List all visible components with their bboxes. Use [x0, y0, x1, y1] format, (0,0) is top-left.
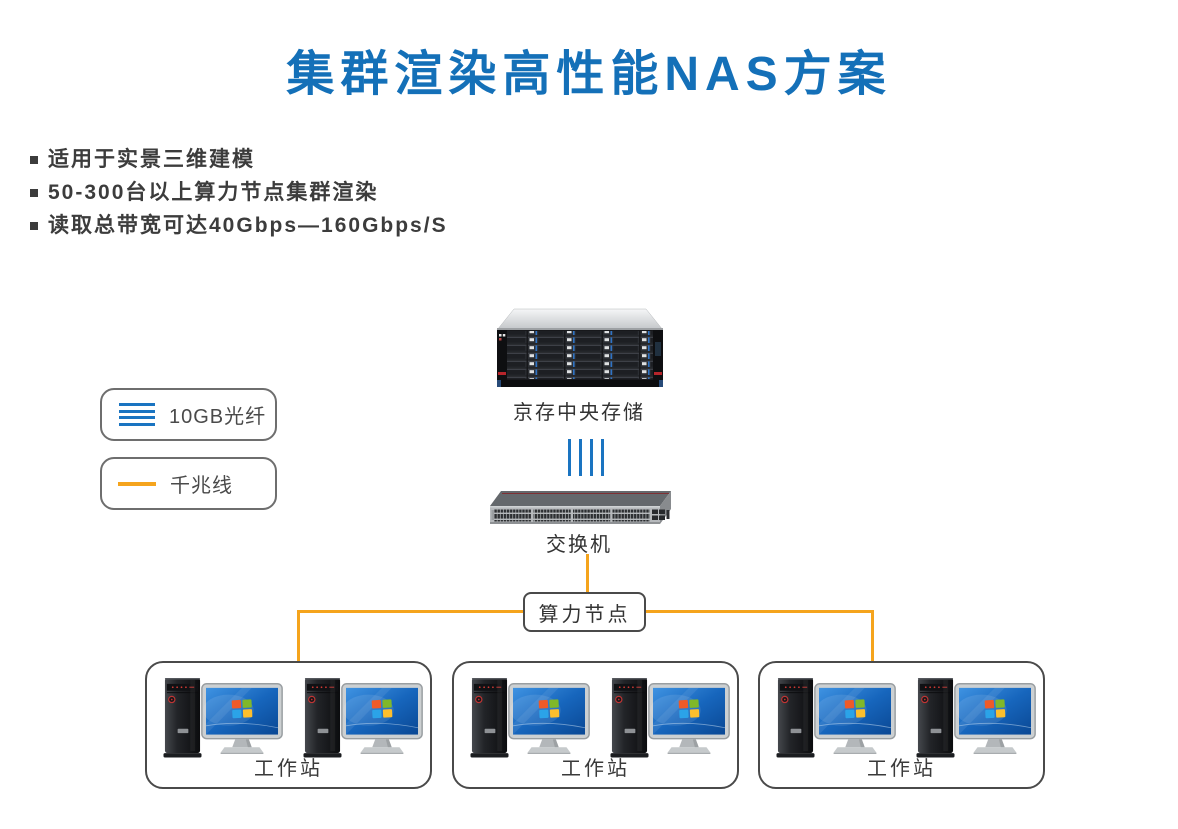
legend-gigabit-box: 千兆线	[100, 457, 277, 510]
monitor-icon	[814, 683, 896, 755]
legend-fiber-label: 10GB光纤	[169, 406, 267, 428]
fiber-line	[579, 439, 582, 476]
workstation-group: 工作站	[145, 661, 432, 789]
workstation-label: 工作站	[867, 758, 936, 780]
fiber-line	[568, 439, 571, 476]
tower-pc-icon	[610, 678, 649, 758]
monitor-icon	[954, 683, 1036, 755]
tower-pc-icon	[776, 678, 815, 758]
legend-gigabit-label: 千兆线	[170, 475, 233, 497]
workstation-group: 工作站	[452, 661, 739, 789]
gigabit-link-horizontal-right	[646, 610, 874, 613]
workstation-label: 工作站	[561, 758, 630, 780]
monitor-icon	[508, 683, 590, 755]
bullet-square-icon	[30, 156, 38, 164]
workstation-label: 工作站	[254, 758, 323, 780]
fiber-line	[590, 439, 593, 476]
compute-node-box: 算力节点	[523, 592, 646, 632]
gigabit-line-icon	[118, 481, 156, 486]
feature-item: 适用于实景三维建模	[30, 146, 448, 179]
feature-list: 适用于实景三维建模 50-300台以上算力节点集群渲染 读取总带宽可达40Gbp…	[30, 146, 448, 245]
gigabit-link-horizontal-left	[297, 610, 524, 613]
workstation-group: 工作站	[758, 661, 1045, 789]
feature-text: 50-300台以上算力节点集群渲染	[48, 181, 379, 204]
monitor-icon	[648, 683, 730, 755]
switch-label: 交换机	[546, 534, 612, 556]
feature-item: 50-300台以上算力节点集群渲染	[30, 179, 448, 212]
feature-item: 读取总带宽可达40Gbps—160Gbps/S	[30, 212, 448, 245]
feature-text: 读取总带宽可达40Gbps—160Gbps/S	[48, 214, 448, 237]
compute-node-label: 算力节点	[538, 603, 631, 626]
network-switch-icon	[490, 491, 671, 524]
bullet-square-icon	[30, 189, 38, 197]
tower-pc-icon	[916, 678, 955, 758]
gigabit-link-switch-to-compute	[586, 554, 589, 594]
fiber-lines-icon	[119, 403, 155, 426]
fiber-line	[601, 439, 604, 476]
gigabit-link-vertical-right	[871, 610, 874, 662]
page-title: 集群渲染高性能NAS方案	[286, 48, 892, 101]
tower-pc-icon	[470, 678, 509, 758]
monitor-icon	[341, 683, 423, 755]
monitor-icon	[201, 683, 283, 755]
gigabit-link-vertical-left	[297, 610, 300, 662]
storage-label: 京存中央存储	[513, 402, 645, 424]
tower-pc-icon	[303, 678, 342, 758]
bullet-square-icon	[30, 222, 38, 230]
rack-storage-server-icon	[496, 308, 664, 387]
feature-text: 适用于实景三维建模	[48, 148, 255, 171]
tower-pc-icon	[163, 678, 202, 758]
legend-fiber-box: 10GB光纤	[100, 388, 277, 441]
